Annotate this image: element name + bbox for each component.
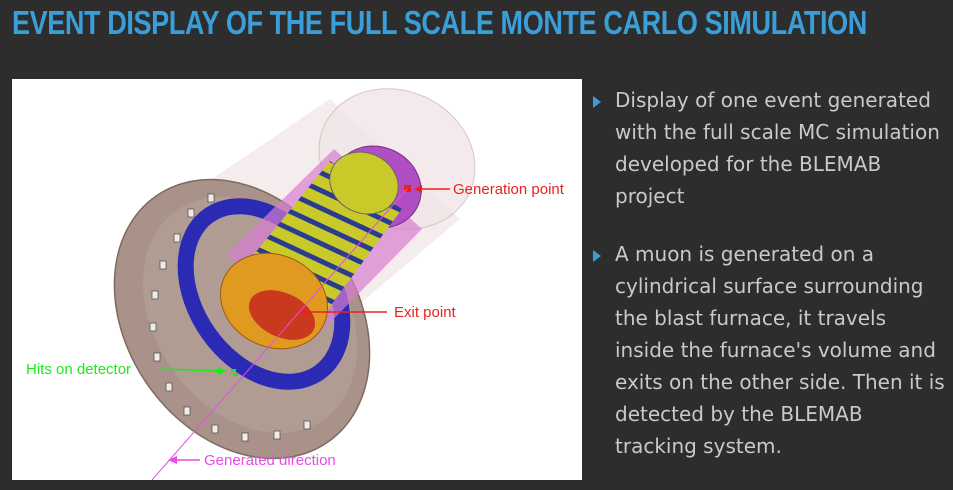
bullet-item: A muon is generated on a cylindrical sur…	[593, 238, 948, 462]
hits-arrowhead	[218, 367, 227, 375]
event-display-svg: Generation point Exit point Hits on dete…	[26, 88, 565, 480]
generation-point-marker	[404, 185, 411, 192]
generation-point-arrowhead	[414, 185, 422, 193]
hits-arrow	[161, 368, 223, 372]
hit-markers	[231, 369, 238, 376]
exit-point-label: Exit point	[394, 304, 457, 321]
bullet-text: Display of one event generated with the …	[615, 88, 940, 208]
event-display-figure: Generation point Exit point Hits on dete…	[12, 79, 582, 480]
muon-track	[151, 188, 408, 480]
bullet-text: A muon is generated on a cylindrical sur…	[615, 242, 945, 458]
generation-point-label: Generation point	[453, 181, 565, 198]
hits-on-detector-label: Hits on detector	[26, 361, 131, 378]
triangle-bullet-icon	[593, 96, 601, 108]
exit-point-arrowhead	[298, 308, 307, 316]
furnace-base	[219, 252, 329, 350]
triangle-bullet-icon	[593, 250, 601, 262]
direction-arrowhead	[168, 456, 177, 464]
bullet-item: Display of one event generated with the …	[593, 84, 948, 212]
detector-modules	[149, 193, 311, 442]
bullet-list: Display of one event generated with the …	[593, 84, 948, 488]
generated-direction-label: Generated direction	[204, 452, 336, 469]
slide-title: EVENT DISPLAY OF THE FULL SCALE MONTE CA…	[12, 4, 867, 41]
